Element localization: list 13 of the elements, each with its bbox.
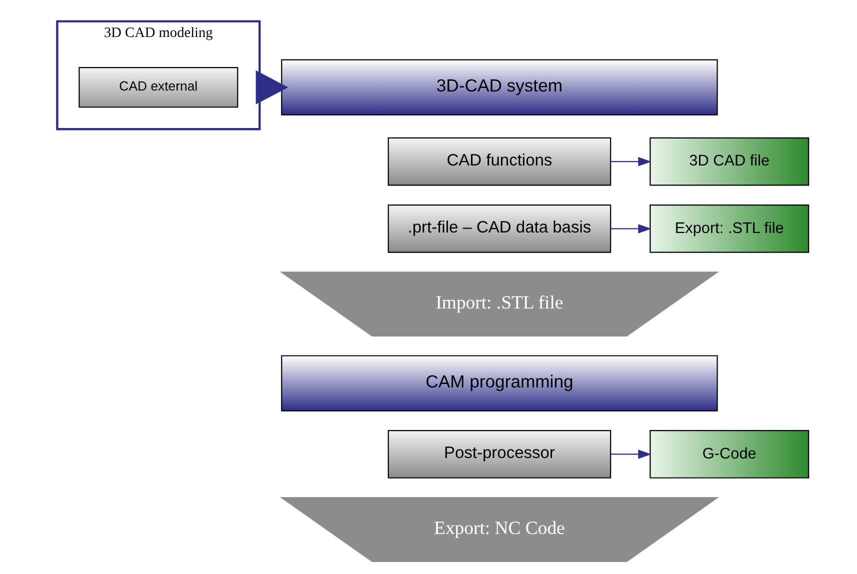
arrow [256,70,288,104]
node-box: .prt-file – CAD data basis [388,204,612,253]
node-box: CAD external [78,66,238,108]
node-box: G-Code [650,430,810,478]
node-box: CAM programming [281,355,718,412]
node-box: 3D-CAD system [281,59,718,116]
node-box: CAD functions [388,137,612,186]
arrow [610,224,652,234]
arrow [610,450,652,459]
arrow [610,156,652,166]
node-box: 3D CAD file [650,137,810,186]
node-box: Export: .STL file [650,204,810,253]
node-box: Post-processor [388,430,612,478]
